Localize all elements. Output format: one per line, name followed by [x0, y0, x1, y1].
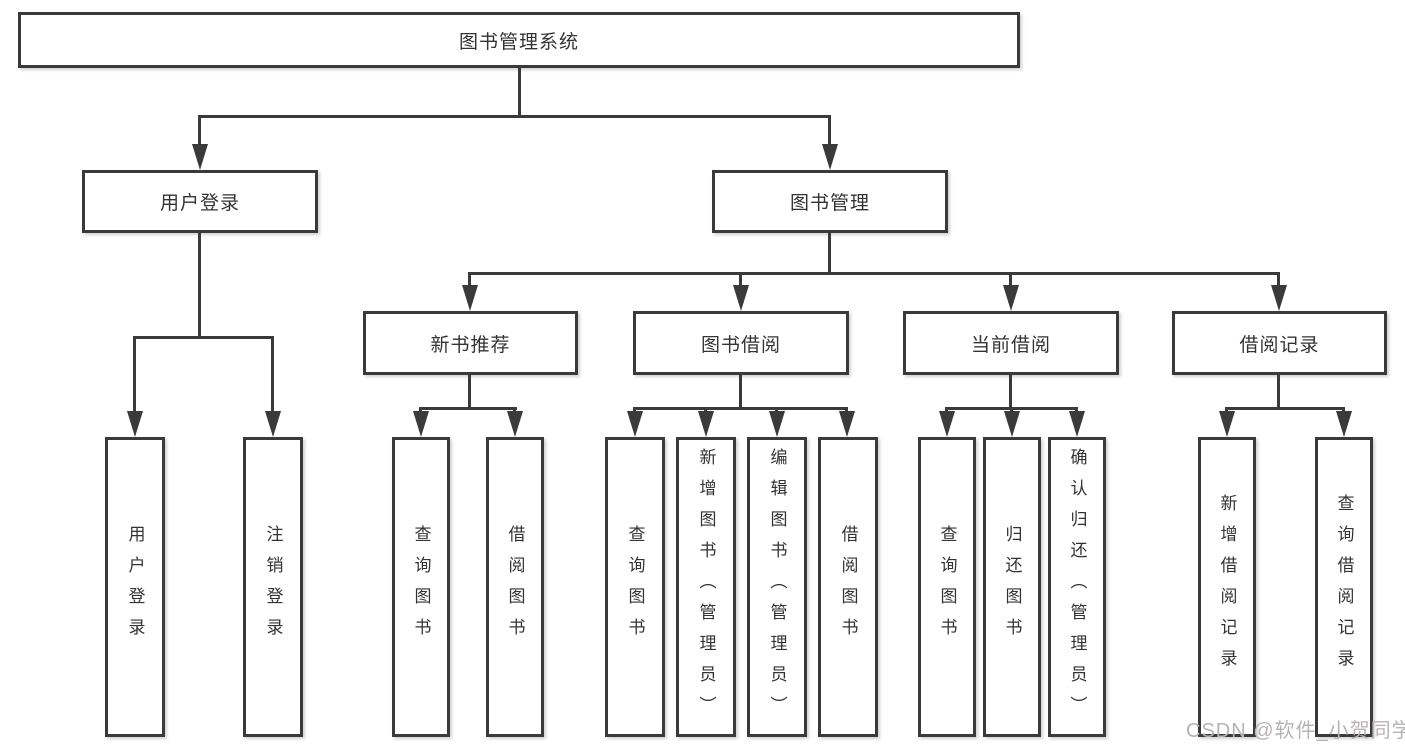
node-book-management-label: 图书管理 [789, 193, 870, 214]
leaf-user-login: 用户登录 [105, 437, 165, 737]
node-current-borrow-label: 当前借阅 [970, 334, 1051, 356]
connector-line [271, 336, 274, 413]
node-user-login: 用户登录 [82, 170, 318, 233]
arrow-down-icon [1219, 411, 1235, 437]
connector-line [828, 115, 831, 146]
arrow-down-icon [1004, 411, 1020, 437]
arrow-down-icon [413, 411, 429, 437]
arrow-down-icon [627, 411, 643, 437]
arrow-down-icon [1003, 285, 1019, 311]
connector-line [419, 407, 517, 410]
connector-line [198, 115, 831, 118]
arrow-down-icon [939, 411, 955, 437]
node-borrow-records-label: 借阅记录 [1239, 334, 1320, 356]
leaf-query-borrow-record: 查询借阅记录 [1315, 437, 1373, 737]
node-book-management: 图书管理 [712, 170, 948, 233]
connector-line [518, 68, 521, 115]
node-borrow-records: 借阅记录 [1172, 311, 1387, 375]
arrow-down-icon [1336, 411, 1352, 437]
connector-line [739, 375, 742, 407]
leaf-edit-book-admin: 编辑图书（管理员） [747, 437, 807, 737]
node-current-borrow: 当前借阅 [903, 311, 1119, 375]
leaf-borrow-book-label: 借阅图书 [838, 525, 858, 649]
leaf-logout: 注销登录 [243, 437, 303, 737]
arrow-down-icon [462, 285, 478, 311]
leaf-user-login-label: 用户登录 [125, 525, 145, 649]
connector-line [828, 233, 831, 272]
watermark: CSDN @软件_小贺同学 [1186, 720, 1405, 742]
leaf-query-book-recommend: 查询图书 [392, 437, 450, 737]
leaf-borrow-book: 借阅图书 [818, 437, 878, 737]
arrow-down-icon [507, 411, 523, 437]
connector-line [1009, 375, 1012, 407]
connector-line [468, 272, 471, 287]
leaf-add-book-admin-label: 新增图书（管理员） [696, 447, 716, 727]
leaf-add-borrow-record: 新增借阅记录 [1198, 437, 1256, 737]
leaf-borrow-book-recommend-label: 借阅图书 [505, 525, 525, 649]
leaf-query-book-current: 查询图书 [918, 437, 976, 737]
node-root: 图书管理系统 [18, 12, 1020, 68]
leaf-query-book-borrow: 查询图书 [605, 437, 665, 737]
arrow-down-icon [698, 411, 714, 437]
node-book-borrow: 图书借阅 [633, 311, 849, 375]
leaf-add-borrow-record-label: 新增借阅记录 [1217, 494, 1237, 680]
arrow-down-icon [192, 144, 208, 170]
node-new-book-recommend: 新书推荐 [363, 311, 578, 375]
connector-line [633, 407, 848, 410]
arrow-down-icon [265, 411, 281, 437]
connector-line [468, 375, 471, 407]
leaf-query-borrow-record-label: 查询借阅记录 [1334, 494, 1354, 680]
connector-line [1277, 375, 1280, 407]
node-root-label: 图书管理系统 [458, 31, 579, 53]
connector-line [133, 336, 274, 339]
connector-line [133, 336, 136, 413]
leaf-add-book-admin: 新增图书（管理员） [676, 437, 736, 737]
arrow-down-icon [839, 411, 855, 437]
connector-line [198, 233, 201, 336]
connector-line [1225, 407, 1345, 410]
node-user-login-label: 用户登录 [159, 193, 240, 214]
arrow-down-icon [1069, 411, 1085, 437]
connector-line [1009, 272, 1012, 287]
leaf-confirm-return-admin-label: 确认归还（管理员） [1067, 447, 1087, 727]
arrow-down-icon [769, 411, 785, 437]
connector-line [198, 115, 201, 146]
node-book-borrow-label: 图书借阅 [700, 334, 781, 356]
arrow-down-icon [733, 285, 749, 311]
connector-line [1277, 272, 1280, 287]
arrow-down-icon [1271, 285, 1287, 311]
leaf-borrow-book-recommend: 借阅图书 [486, 437, 544, 737]
leaf-query-book-borrow-label: 查询图书 [625, 525, 645, 649]
leaf-query-book-recommend-label: 查询图书 [411, 525, 431, 649]
leaf-edit-book-admin-label: 编辑图书（管理员） [767, 447, 787, 727]
leaf-return-book-label: 归还图书 [1002, 525, 1022, 649]
connector-line [468, 272, 1280, 275]
leaf-logout-label: 注销登录 [263, 525, 283, 649]
node-new-book-recommend-label: 新书推荐 [430, 334, 511, 356]
arrow-down-icon [127, 411, 143, 437]
leaf-query-book-current-label: 查询图书 [937, 525, 957, 649]
leaf-return-book: 归还图书 [983, 437, 1041, 737]
connector-line [739, 272, 742, 287]
arrow-down-icon [822, 144, 838, 170]
leaf-confirm-return-admin: 确认归还（管理员） [1048, 437, 1106, 737]
